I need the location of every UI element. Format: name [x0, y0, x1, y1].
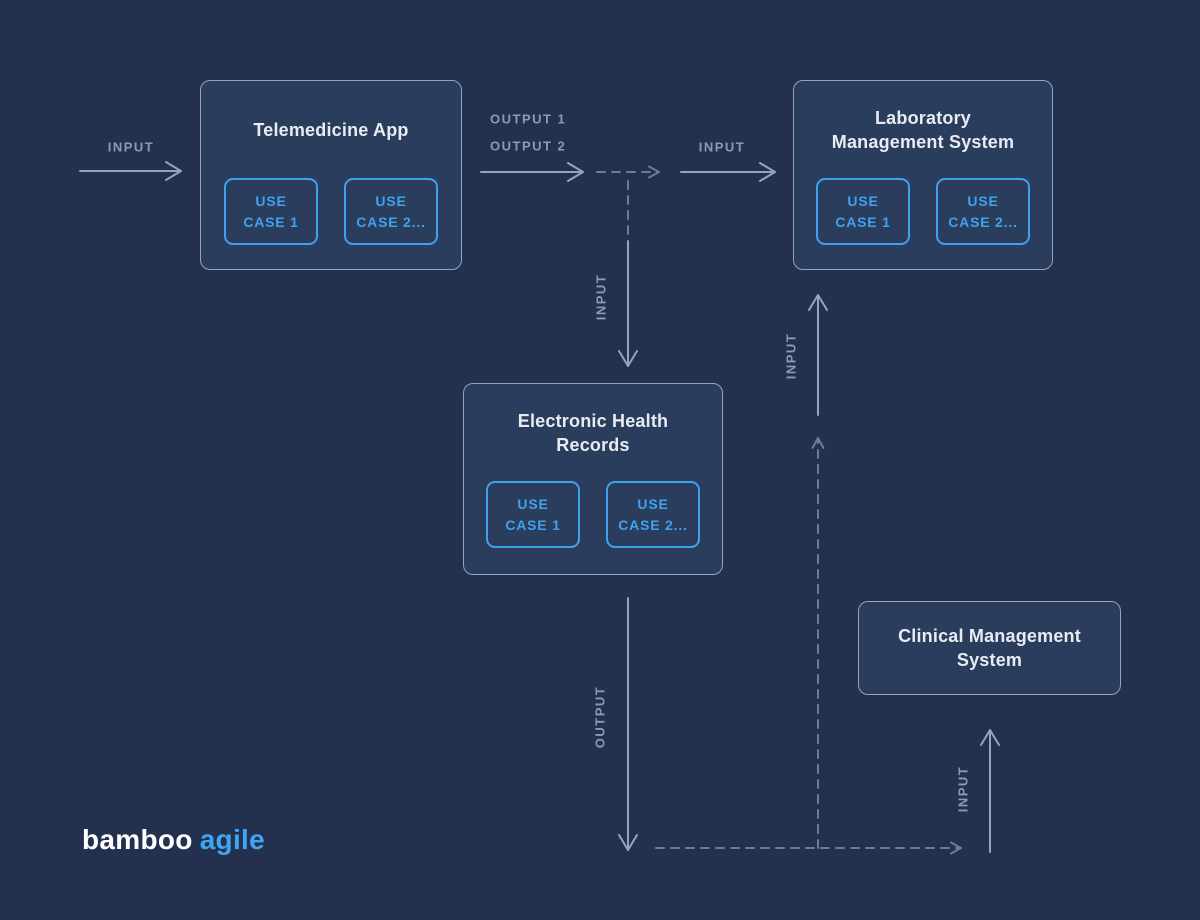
node-title: Electronic Health Records — [464, 384, 722, 481]
node-title: Clinical Management System — [859, 602, 1120, 694]
node-title-line: Laboratory — [874, 107, 972, 128]
label-output-1: OUTPUT 1 — [490, 111, 567, 127]
use-case-1-box: USE CASE 1 — [486, 481, 580, 548]
use-case-label: CASE 1 — [835, 213, 891, 230]
node-laboratory-management-system: Laboratory Management System USE CASE 1 … — [793, 80, 1053, 270]
label-output-2: OUTPUT 2 — [490, 138, 567, 154]
use-case-1-box: USE CASE 1 — [816, 178, 910, 245]
use-case-label: USE — [967, 192, 999, 209]
use-case-label: CASE 1 — [505, 516, 561, 533]
label-input-to-laboratory-top: INPUT — [698, 139, 746, 155]
node-title-line: Clinical Management — [898, 626, 1081, 646]
use-case-label: USE — [517, 495, 549, 512]
node-title-line: System — [956, 650, 1023, 670]
node-title: Telemedicine App — [201, 81, 461, 178]
node-title-line: Records — [556, 434, 630, 455]
label-input-to-telemedicine: INPUT — [107, 139, 155, 155]
use-case-row: USE CASE 1 USE CASE 2... — [464, 481, 722, 548]
label-input-to-laboratory-side: INPUT — [783, 332, 799, 380]
logo-word-agile: agile — [199, 824, 265, 855]
use-case-row: USE CASE 1 USE CASE 2... — [794, 178, 1052, 245]
use-case-label: CASE 2... — [618, 516, 688, 533]
use-case-2-box: USE CASE 2... — [344, 178, 438, 245]
label-output-from-ehr: OUTPUT — [592, 685, 608, 749]
use-case-1-box: USE CASE 1 — [224, 178, 318, 245]
node-electronic-health-records: Electronic Health Records USE CASE 1 USE… — [463, 383, 723, 575]
use-case-label: USE — [637, 495, 669, 512]
label-input-to-ehr: INPUT — [593, 273, 609, 321]
use-case-label: CASE 1 — [243, 213, 299, 230]
logo-word-bamboo: bamboo — [82, 824, 193, 855]
use-case-label: USE — [255, 192, 287, 209]
node-telemedicine-app: Telemedicine App USE CASE 1 USE CASE 2..… — [200, 80, 462, 270]
use-case-label: CASE 2... — [356, 213, 426, 230]
use-case-2-box: USE CASE 2... — [606, 481, 700, 548]
label-input-to-clinical: INPUT — [955, 765, 971, 813]
node-clinical-management-system: Clinical Management System — [858, 601, 1121, 695]
node-title: Laboratory Management System — [794, 81, 1052, 178]
use-case-label: CASE 2... — [948, 213, 1018, 230]
use-case-label: USE — [375, 192, 407, 209]
node-title-line: Telemedicine App — [253, 119, 409, 140]
node-title-line: Management System — [831, 131, 1015, 152]
node-title-line: Electronic Health — [517, 410, 669, 431]
use-case-row: USE CASE 1 USE CASE 2... — [201, 178, 461, 245]
use-case-2-box: USE CASE 2... — [936, 178, 1030, 245]
use-case-label: USE — [847, 192, 879, 209]
